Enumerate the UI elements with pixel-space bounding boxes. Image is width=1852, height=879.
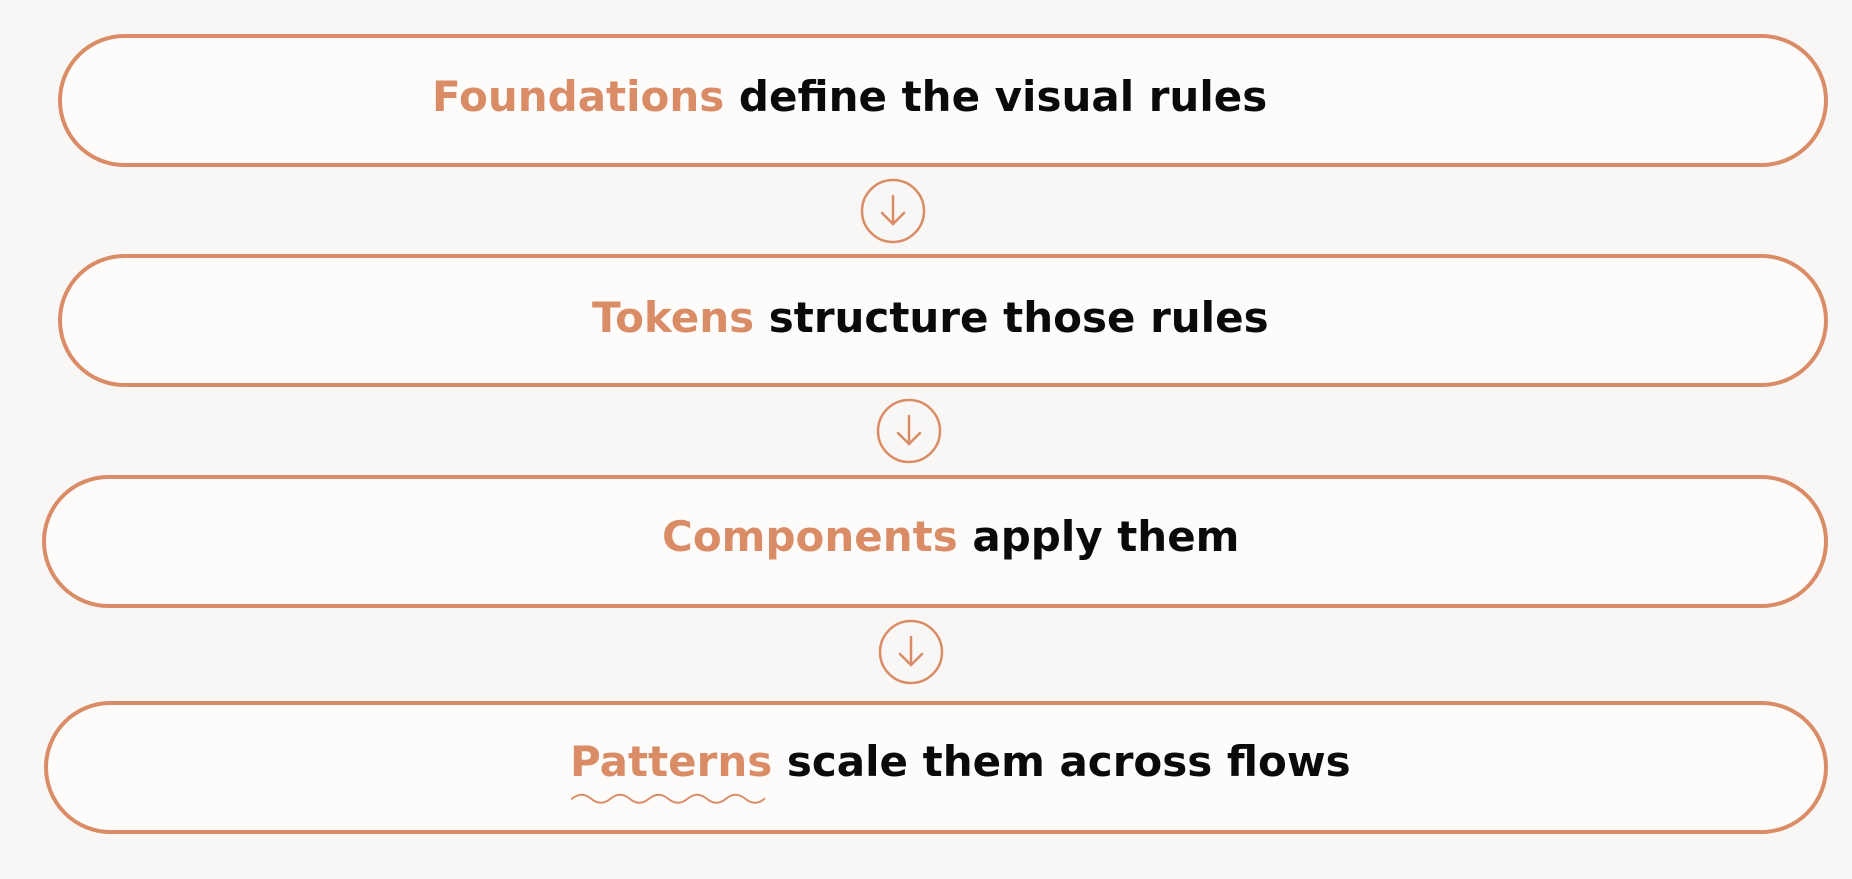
step-components-keyword: Components xyxy=(662,511,958,561)
step-foundations-keyword: Foundations xyxy=(432,71,725,121)
step-components-description: apply them xyxy=(957,511,1240,561)
step-components: Components apply them xyxy=(42,475,1828,608)
arrow-down-circle-icon xyxy=(876,398,942,464)
step-tokens-text: Tokens structure those rules xyxy=(592,292,1269,342)
step-patterns-description: scale them across flows xyxy=(772,736,1351,786)
step-foundations-text: Foundations define the visual rules xyxy=(432,71,1267,121)
step-patterns-keyword: Patterns xyxy=(570,736,773,804)
step-tokens-keyword: Tokens xyxy=(592,292,755,342)
squiggle-underline-icon xyxy=(570,793,766,804)
step-patterns-keyword-label: Patterns xyxy=(570,736,773,786)
step-patterns-text: Patterns scale them across flows xyxy=(570,736,1351,804)
step-foundations-description: define the visual rules xyxy=(724,71,1268,121)
step-patterns: Patterns scale them across flows xyxy=(44,701,1828,834)
step-tokens-description: structure those rules xyxy=(754,292,1269,342)
step-components-text: Components apply them xyxy=(662,511,1239,561)
step-tokens: Tokens structure those rules xyxy=(58,254,1828,387)
arrow-down-circle-icon xyxy=(878,619,944,685)
arrow-down-circle-icon xyxy=(860,178,926,244)
step-foundations: Foundations define the visual rules xyxy=(58,34,1828,167)
